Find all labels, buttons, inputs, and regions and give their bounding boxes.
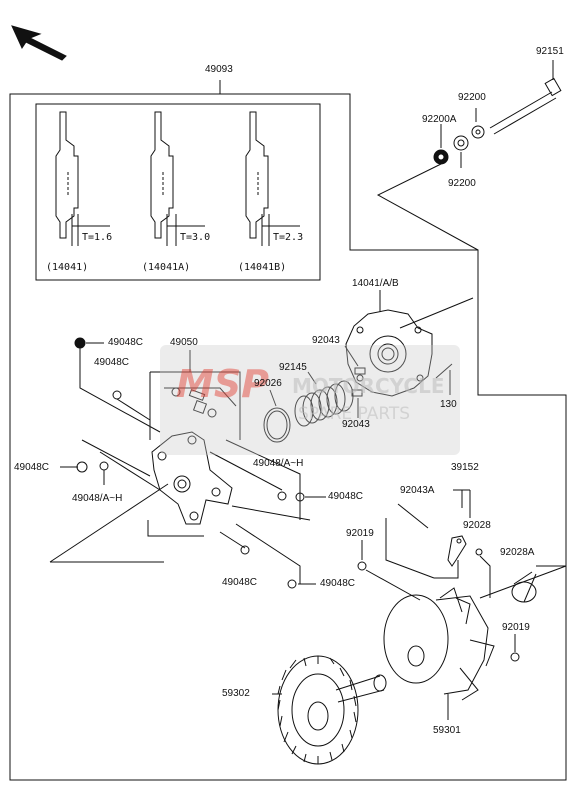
label-14041: (14041) <box>46 262 89 273</box>
label-92200b: 92200 <box>448 178 476 189</box>
label-59302: 59302 <box>222 688 250 699</box>
label-130: 130 <box>440 399 457 410</box>
spring-92145 <box>294 380 354 427</box>
label-49048c-4: 49048C <box>328 491 364 502</box>
label-92200a: 92200A <box>422 114 457 125</box>
roller-pin <box>188 389 206 401</box>
nut-49048c-1 <box>74 337 86 349</box>
bolt-130 <box>435 363 453 379</box>
shim-inset-box <box>35 103 321 281</box>
watermark <box>160 345 460 455</box>
label-92043-bottom: 92043 <box>342 419 370 430</box>
label-49048ah-2: 49048/A~H <box>72 493 123 504</box>
lever-92028 <box>447 535 467 567</box>
washer-92200b <box>453 135 469 151</box>
label-14041ab: 14041/A/B <box>352 278 399 289</box>
label-49050: 49050 <box>170 337 198 348</box>
fixed-sheave-59301 <box>383 587 495 720</box>
label-t16: T=1.6 <box>82 232 113 243</box>
label-39152: 39152 <box>451 462 479 473</box>
bolt-92151 <box>489 60 562 135</box>
label-59301: 59301 <box>433 725 461 736</box>
bushing-92028a <box>511 581 537 603</box>
label-92028: 92028 <box>463 520 491 531</box>
label-92043a: 92043A <box>400 485 435 496</box>
label-t23: T=2.3 <box>273 232 304 243</box>
assembly-outline <box>9 93 567 781</box>
label-92200: 92200 <box>458 92 486 103</box>
label-49048c-6: 49048C <box>320 578 356 589</box>
watermark-brand: MSP <box>176 362 270 406</box>
label-92151: 92151 <box>536 46 564 57</box>
label-92043-top: 92043 <box>312 335 340 346</box>
label-14041b: (14041B) <box>238 262 287 273</box>
watermark-line2: SPARE PARTS <box>298 404 411 424</box>
label-t30: T=3.0 <box>180 232 211 243</box>
watermark-line1: MOTORCYCLE <box>292 374 445 398</box>
label-92028a: 92028A <box>500 547 535 558</box>
roller-washer <box>171 387 181 397</box>
label-49048c-1: 49048C <box>108 337 144 348</box>
weight-arm <box>151 431 233 525</box>
movable-sheave-59302 <box>272 655 387 765</box>
label-92019-right: 92019 <box>502 622 530 633</box>
label-49048c-3: 49048C <box>14 462 50 473</box>
label-92145: 92145 <box>279 362 307 373</box>
label-49048ah-1: 49048/A~H <box>253 458 304 469</box>
label-49093: 49093 <box>205 64 233 75</box>
label-14041a: (14041A) <box>142 262 191 273</box>
washer-92200 <box>471 125 485 139</box>
label-92026: 92026 <box>254 378 282 389</box>
direction-arrow-icon <box>11 25 67 61</box>
label-49048c-5: 49048C <box>222 577 258 588</box>
spider-14041 <box>345 309 433 397</box>
label-49048c-2: 49048C <box>94 357 130 368</box>
label-92019-left: 92019 <box>346 528 374 539</box>
oring-92026 <box>263 407 291 443</box>
shim-drawings <box>55 111 300 246</box>
